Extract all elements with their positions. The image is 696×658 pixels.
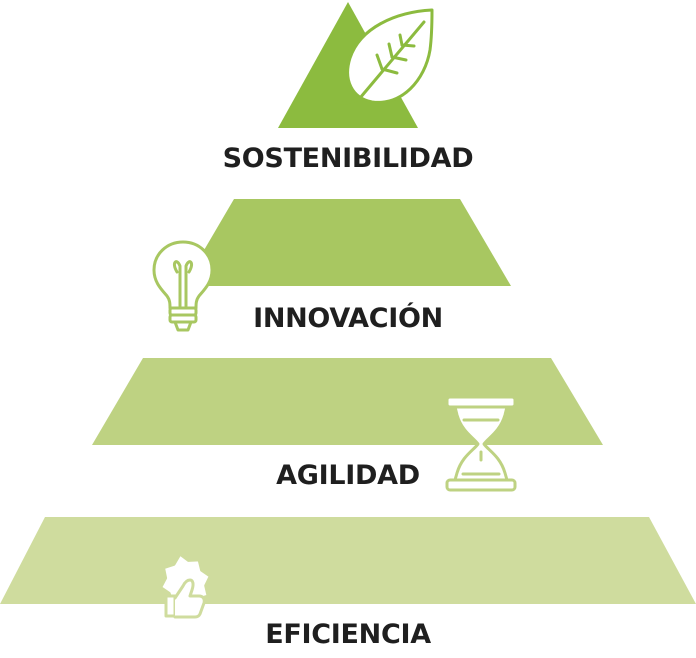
label-sostenibilidad: SOSTENIBILIDAD	[222, 143, 474, 174]
label-agilidad: AGILIDAD	[276, 460, 420, 491]
tier-eficiencia	[0, 517, 696, 604]
label-eficiencia: EFICIENCIA	[265, 619, 431, 650]
tier-agilidad	[92, 358, 603, 445]
lightbulb-icon	[152, 240, 214, 332]
leaf-icon	[334, 8, 434, 105]
tier-innovacion	[183, 199, 511, 286]
label-innovacion: INNOVACIÓN	[253, 303, 443, 334]
thumbs-up-badge-icon	[159, 552, 212, 619]
hourglass-icon	[445, 395, 517, 492]
